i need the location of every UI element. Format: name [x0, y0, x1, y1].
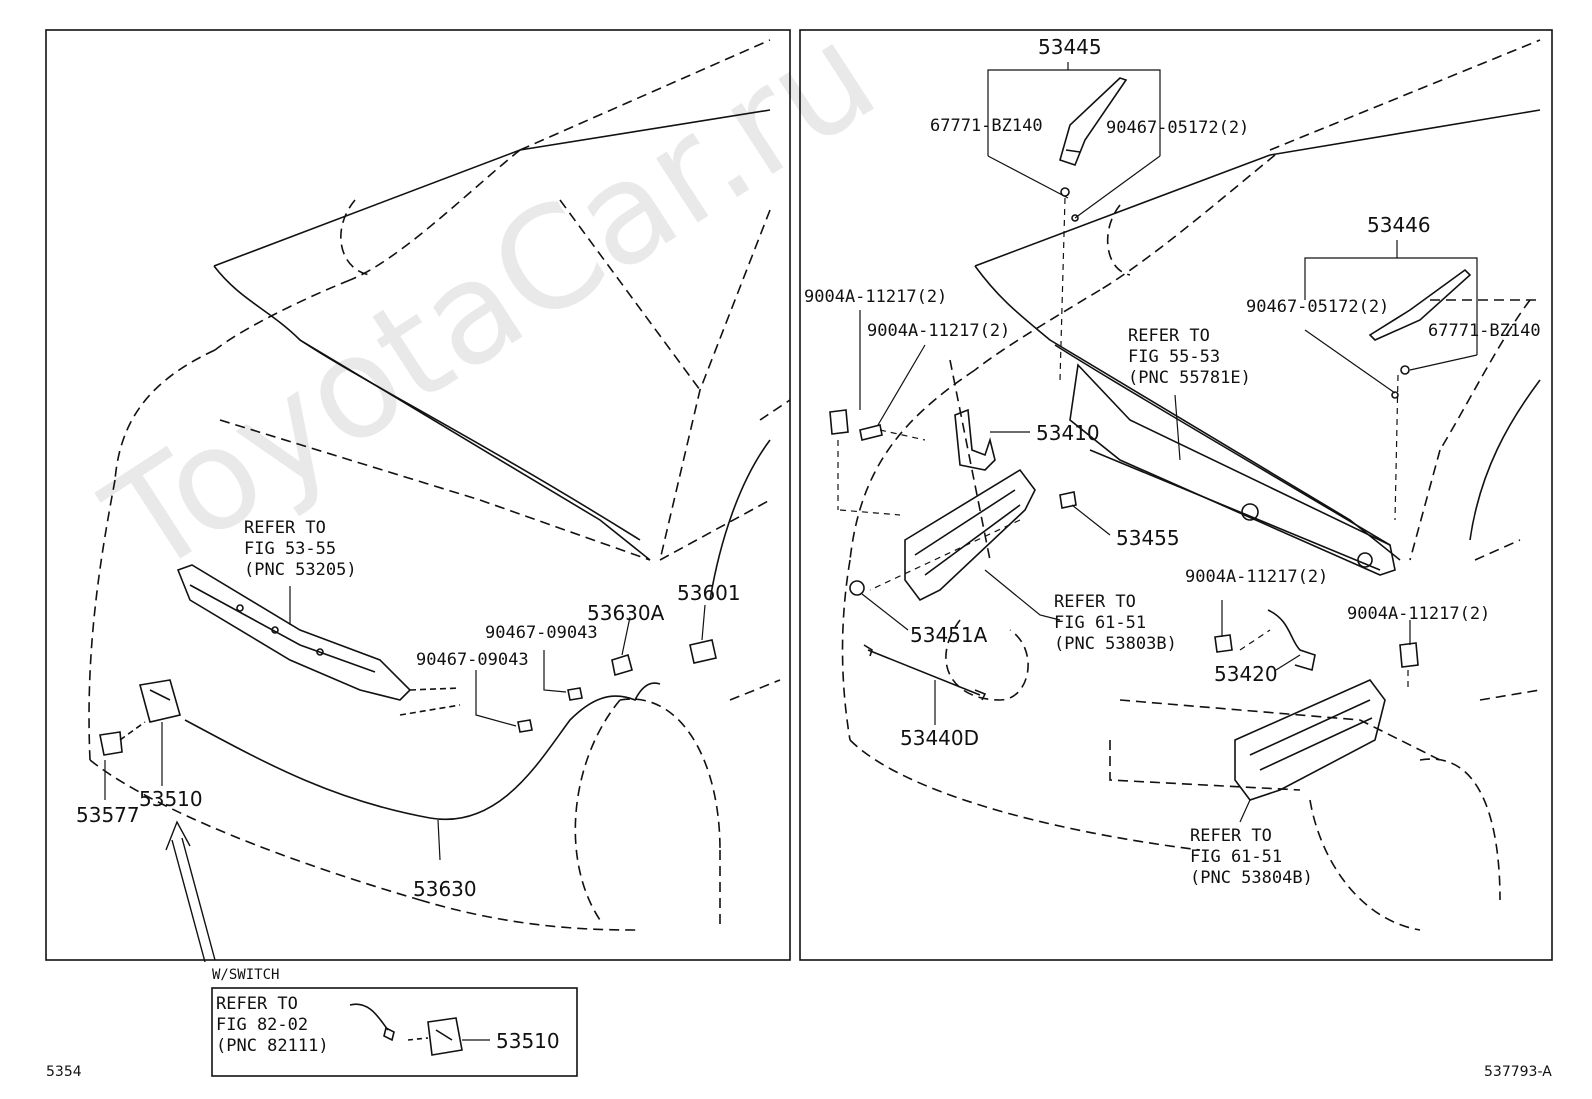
- left-radiator-support: [176, 564, 412, 701]
- refer-label-pnc-53804b: REFER TO FIG 61-51 (PNC 53804B): [1190, 826, 1313, 888]
- right-bracket-boxes: [987, 62, 1478, 394]
- part-number-53420[interactable]: 53420: [1214, 662, 1278, 686]
- part-number-53446[interactable]: 53446: [1367, 213, 1431, 237]
- refer-label-pnc-53205: REFER TO FIG 53-55 (PNC 53205): [244, 518, 357, 580]
- right-cowl-panel: [1069, 363, 1396, 576]
- part-number-53455[interactable]: 53455: [1116, 526, 1180, 550]
- right-bolts: [829, 409, 1419, 668]
- part-number-67771-bz140-a[interactable]: 67771-BZ140: [930, 116, 1043, 136]
- right-leader-lines: [859, 310, 1411, 823]
- part-number-67771-bz140-b[interactable]: 67771-BZ140: [1428, 321, 1541, 341]
- right-apron-53804b: [1234, 679, 1386, 801]
- part-number-9004a-11217-d[interactable]: 9004A-11217(2): [1347, 604, 1491, 624]
- inset-drawing: [349, 1003, 490, 1056]
- part-number-53445[interactable]: 53445: [1038, 35, 1102, 59]
- part-number-9004a-11217-b[interactable]: 9004A-11217(2): [867, 321, 1011, 341]
- right-apron-53451a: [904, 468, 1036, 602]
- part-number-90467-05172-b[interactable]: 90467-05172(2): [1246, 297, 1390, 317]
- part-number-53510-inset[interactable]: 53510: [496, 1029, 560, 1053]
- right-hood-hinge-53410: [954, 408, 996, 471]
- refer-label-pnc-55781e: REFER TO FIG 55-53 (PNC 55781E): [1128, 326, 1251, 388]
- left-leader-lines: [104, 586, 706, 861]
- w-switch-label: W/SWITCH: [212, 967, 280, 983]
- footer-left-code: 5354: [46, 1064, 82, 1080]
- part-number-53440d[interactable]: 53440D: [900, 726, 980, 750]
- left-hood-solid: [213, 109, 771, 601]
- right-hinge-53420: [1267, 609, 1316, 672]
- left-panel-frame: [45, 29, 791, 961]
- inset-frame: [211, 987, 578, 1077]
- part-number-90467-09043-a[interactable]: 90467-09043: [485, 623, 598, 643]
- left-car-outline: [88, 39, 791, 931]
- part-number-9004a-11217-c[interactable]: 9004A-11217(2): [1185, 567, 1329, 587]
- part-number-53601[interactable]: 53601: [677, 581, 741, 605]
- footer-right-code: 537793-A: [1484, 1064, 1552, 1080]
- w-switch-arrow: [165, 820, 216, 963]
- right-dashed-assembly: [837, 197, 1409, 690]
- right-prop-rod-53440d: [863, 644, 987, 701]
- left-hood-lock: [99, 679, 182, 756]
- left-release-cable: [184, 682, 661, 821]
- right-wiper-arm-53446: [1368, 268, 1472, 399]
- part-number-53630a[interactable]: 53630A: [587, 601, 665, 625]
- part-number-53510-left[interactable]: 53510: [139, 787, 203, 811]
- part-number-53630[interactable]: 53630: [413, 877, 477, 901]
- refer-label-pnc-53803b: REFER TO FIG 61-51 (PNC 53803B): [1054, 592, 1177, 654]
- right-wiper-arm-53445: [1059, 77, 1128, 222]
- part-number-9004a-11217-a[interactable]: 9004A-11217(2): [804, 287, 948, 307]
- part-number-53410[interactable]: 53410: [1036, 421, 1100, 445]
- part-number-53577[interactable]: 53577: [76, 803, 140, 827]
- right-car-outline: [841, 39, 1541, 931]
- refer-label-pnc-82111: REFER TO FIG 82-02 (PNC 82111): [216, 994, 329, 1056]
- part-number-90467-09043-b[interactable]: 90467-09043: [416, 650, 529, 670]
- right-panel-frame: [799, 29, 1553, 961]
- part-number-53451a[interactable]: 53451A: [910, 623, 988, 647]
- left-clips: [399, 639, 717, 733]
- right-hood-solid: [974, 109, 1541, 561]
- part-number-90467-05172-a[interactable]: 90467-05172(2): [1106, 118, 1250, 138]
